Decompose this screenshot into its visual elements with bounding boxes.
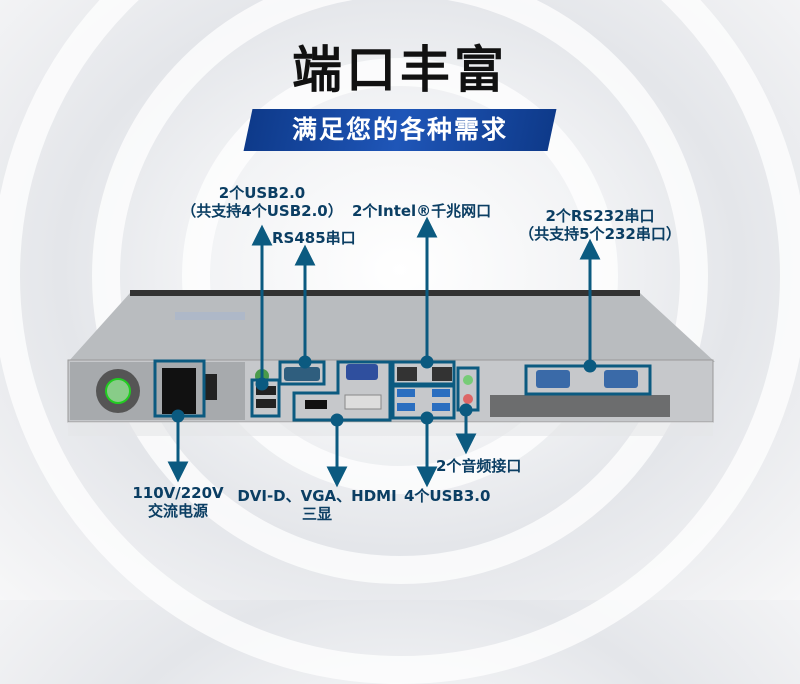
label-display: DVI-D、VGA、HDMI 三显	[237, 487, 397, 523]
rs232-port	[536, 370, 570, 388]
chassis-top	[68, 293, 715, 362]
rs485-port	[284, 367, 320, 381]
label-rs232: 2个RS232串口 （共支持5个232串口）	[519, 207, 681, 243]
label-lan: 2个Intel®千兆网口	[352, 202, 492, 220]
dvi-port	[344, 394, 382, 410]
lan-port	[397, 367, 417, 381]
hdmi-port	[305, 400, 327, 409]
server-rear-illustration	[67, 216, 715, 488]
label-rs485: RS485串口	[272, 229, 356, 247]
subtitle: 满足您的各种需求	[291, 115, 508, 144]
mic-in	[463, 394, 473, 404]
power-inlet	[162, 368, 196, 414]
label-usb30: 4个USB3.0	[404, 487, 491, 505]
rs232-port	[604, 370, 638, 388]
label-audio: 2个音频接口	[436, 457, 522, 475]
page-title: 端口丰富	[292, 41, 508, 99]
vga-port	[346, 364, 378, 380]
label-usb20: 2个USB2.0 （共支持4个USB2.0）	[181, 184, 343, 220]
label-power: 110V/220V 交流电源	[132, 484, 224, 520]
audio-line-out	[463, 375, 473, 385]
lan-port	[432, 367, 452, 381]
power-switch	[203, 374, 217, 400]
